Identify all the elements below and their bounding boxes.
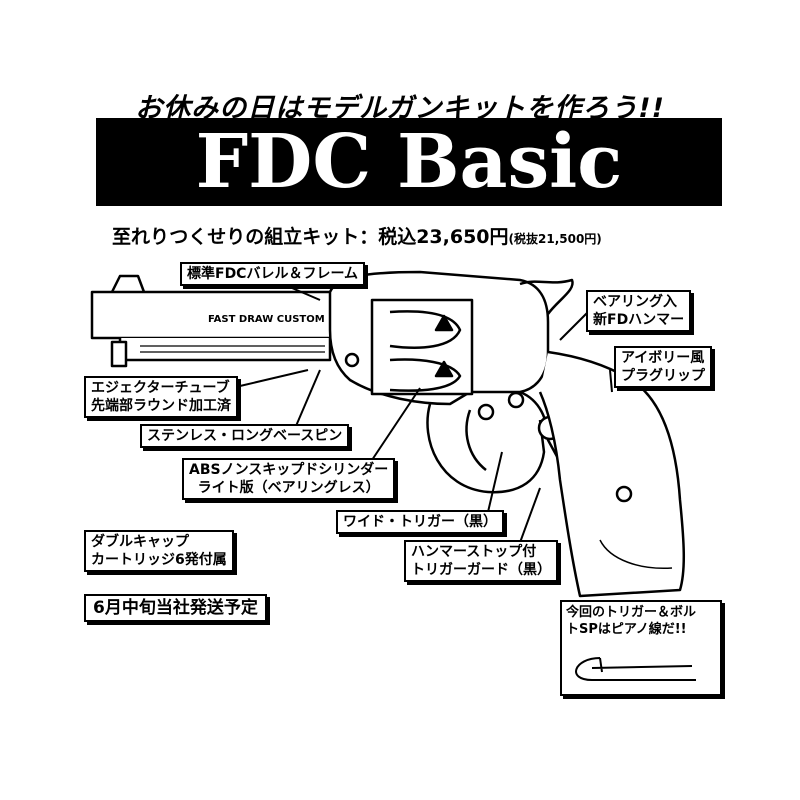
price-sub: (税抜21,500円) — [508, 232, 602, 246]
shipping-notice: 6月中旬当社発送予定 — [84, 594, 267, 622]
label-ejector-tube: エジェクターチューブ 先端部ラウンド加工済 — [84, 376, 238, 418]
label-guard-line2: トリガーガード（黒） — [411, 562, 551, 578]
label-bearing-hammer-line2: 新FDハンマー — [593, 312, 685, 328]
inset-caption: 今回のトリガー＆ボル トSPはピアノ線だ!! — [566, 604, 716, 638]
label-cylinder-line1: ABSノンスキップドシリンダー — [189, 462, 389, 478]
label-cartridge-line1: ダブルキャップ — [91, 534, 189, 550]
label-ivory-grip-line2: プラグリップ — [621, 368, 705, 384]
label-cartridges: ダブルキャップ カートリッジ6発付属 — [84, 530, 234, 572]
label-bearing-hammer: ベアリング入 新FDハンマー — [586, 290, 692, 332]
inset-line1: 今回のトリガー＆ボル — [566, 605, 697, 620]
label-guard-line1: ハンマーストップ付 — [411, 544, 537, 560]
label-ivory-grip: アイボリー風 プラグリップ — [614, 346, 712, 388]
barrel-engraving: FAST DRAW CUSTOM — [208, 314, 325, 325]
label-cartridge-line2: カートリッジ6発付属 — [91, 552, 227, 568]
label-ivory-grip-line1: アイボリー風 — [621, 350, 705, 366]
label-bearing-hammer-line1: ベアリング入 — [593, 294, 677, 310]
label-cylinder: ABSノンスキップドシリンダー ライト版（ベアリングレス） — [182, 458, 396, 500]
label-trigger-guard: ハンマーストップ付 トリガーガード（黒） — [404, 540, 558, 582]
title-banner — [96, 118, 722, 206]
product-title: FDC Basic — [195, 119, 623, 205]
price-main: 至れりつくせりの組立キット：税込23,650円 — [112, 226, 509, 248]
label-barrel-frame: 標準FDCバレル＆フレーム — [180, 262, 366, 286]
price-line: 至れりつくせりの組立キット：税込23,650円(税抜21,500円) — [112, 222, 602, 249]
label-base-pin: ステンレス・ロングベースピン — [140, 424, 350, 448]
inset-line2: トSPはピアノ線だ!! — [566, 622, 687, 637]
label-ejector-line2: 先端部ラウンド加工済 — [91, 398, 231, 414]
label-ejector-line1: エジェクターチューブ — [91, 380, 230, 396]
label-trigger: ワイド・トリガー（黒） — [336, 510, 504, 534]
label-cylinder-line2: ライト版（ベアリングレス） — [197, 480, 380, 496]
